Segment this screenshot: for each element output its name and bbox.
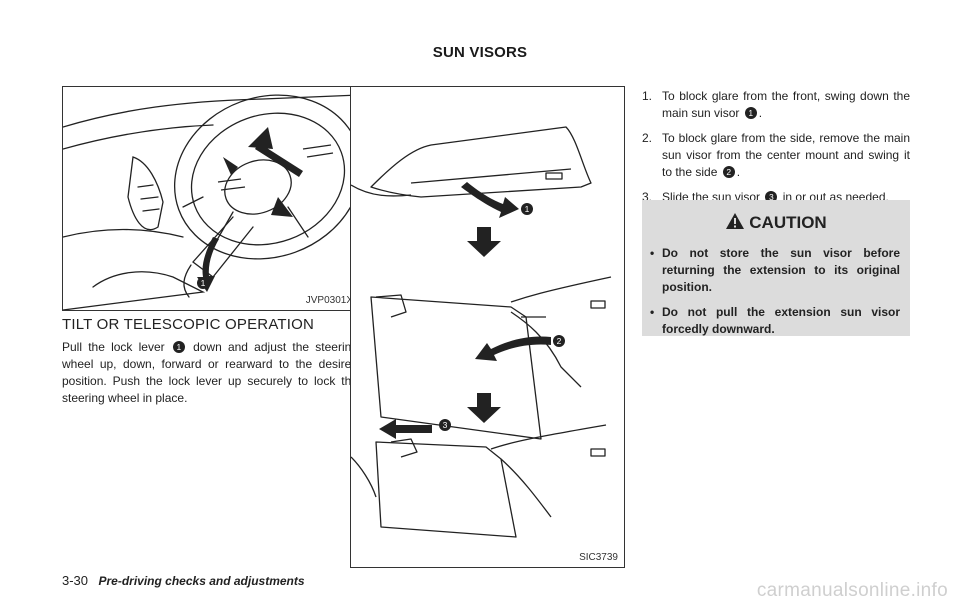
list-item: 2. To block glare from the side, remove … bbox=[642, 131, 910, 179]
list-item: 1. To block glare from the front, swing … bbox=[642, 89, 910, 120]
figure-code: SIC3739 bbox=[579, 552, 618, 563]
callout-1-badge: 1 bbox=[197, 277, 209, 289]
section-name: Pre-driving checks and adjustments bbox=[98, 574, 305, 588]
figure-code: JVP0301X bbox=[305, 295, 353, 306]
steering-wheel-illustration bbox=[62, 94, 363, 311]
sun-visor-figure: 1 2 3 SIC3739 bbox=[350, 86, 625, 568]
callout-2-badge: 2 bbox=[553, 335, 565, 347]
caution-title: CAUTION bbox=[749, 213, 827, 232]
callout-1-badge: 1 bbox=[744, 107, 757, 119]
callout-1-badge: 1 bbox=[172, 341, 185, 353]
sun-visor-illustration bbox=[350, 126, 612, 538]
watermark-text: carmanualsonline.info bbox=[756, 580, 948, 601]
caution-heading: CAUTION bbox=[642, 212, 910, 233]
warning-triangle-icon bbox=[726, 213, 745, 229]
steering-wheel-figure: 1 JVP0301X bbox=[62, 86, 363, 311]
caution-list: •Do not store the sun visor before retur… bbox=[642, 245, 910, 338]
list-item: •Do not pull the extension sun visor for… bbox=[650, 305, 900, 336]
callout-3-badge: 3 bbox=[439, 419, 451, 431]
section-title: TILT OR TELESCOPIC OPERATION bbox=[62, 316, 315, 333]
page-number: 3-30 bbox=[62, 573, 89, 588]
callout-1-badge: 1 bbox=[521, 203, 533, 215]
callout-2-badge: 2 bbox=[722, 166, 735, 178]
caution-box: CAUTION •Do not store the sun visor befo… bbox=[642, 200, 910, 336]
tilt-paragraph: Pull the lock lever 1 down and adjust th… bbox=[62, 340, 358, 405]
page-footer: 3-30 Pre-driving checks and adjustments bbox=[62, 572, 305, 590]
list-item: •Do not store the sun visor before retur… bbox=[650, 246, 900, 294]
steps-list: 1. To block glare from the front, swing … bbox=[642, 88, 910, 214]
page-title: SUN VISORS bbox=[432, 44, 528, 61]
